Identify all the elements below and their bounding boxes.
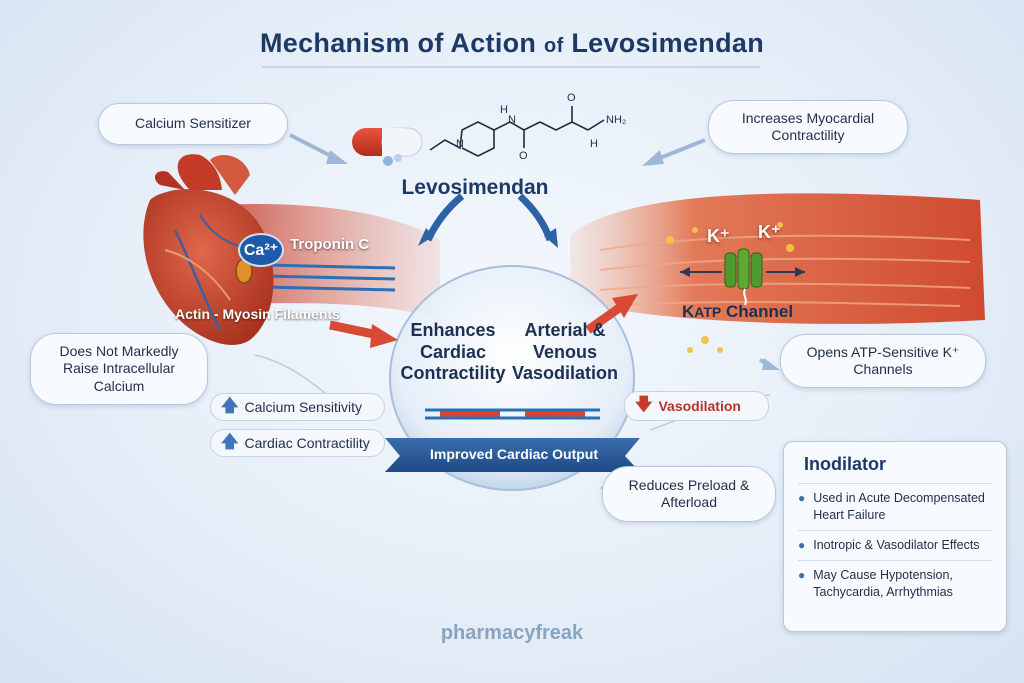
effect-cardiac-contractility-text: Cardiac Contractility [244,435,370,451]
atom-h-1: H [500,104,508,116]
title-text-2: Levosimendan [571,28,764,58]
troponin-label: Troponin C [290,236,370,253]
title-of: of [544,35,564,57]
bubble-does-not-raise-calcium: Does Not Markedly Raise Intracellular Ca… [30,333,208,405]
page-title: Mechanism of Action of Levosimendan [0,28,1024,59]
bubble-reduces-preload-text: Reduces Preload & Afterload [628,476,750,511]
effect-vasodilation: 🡇 Vasodilation [624,391,769,421]
bullet-icon: ● [798,567,806,582]
inodilator-title: Inodilator [804,454,886,474]
effect-calcium-sensitivity: 🡅 Calcium Sensitivity [210,393,385,421]
atom-n-amide: N [508,114,516,126]
bubble-opens-atp-channels-text: Opens ATP-Sensitive K⁺ Channels [806,343,960,378]
up-arrow-icon: 🡅 [221,395,239,415]
katp-subscript: ATP [694,304,722,320]
bubble-reduces-preload: Reduces Preload & Afterload [602,466,776,522]
output-banner-shape [385,438,640,472]
calcium-ion: Ca²⁺ [238,233,284,267]
drug-capsule-icon [352,127,423,166]
molecule-structure [429,106,605,157]
katp-k: K [682,302,695,321]
title-text-1: Mechanism of Action [260,28,537,58]
panel-item: ● Inotropic & Vasodilator Effects [798,529,992,560]
bullet-icon: ● [798,537,806,552]
katp-channel-label: KATP Channel [682,302,793,322]
red-arrows [329,294,638,348]
center-vasodilation: Arterial & Venous Vasodilation [511,320,619,384]
muscle-fibers [599,234,971,307]
katp-channel-icon [680,248,805,306]
improved-output-banner: Improved Cardiac Output [429,446,599,462]
down-arrow-icon: 🡇 [635,394,653,414]
panel-item-text: May Cause Hypotension, Tachycardia, Arrh… [813,567,953,599]
up-arrow-icon: 🡅 [221,431,239,451]
panel-item-text: Used in Acute Decompensated Heart Failur… [813,491,985,522]
bullet-icon: ● [798,491,806,505]
inodilator-panel: Inodilator ● Used in Acute Decompensated… [783,441,1007,632]
central-sphere [389,265,635,491]
potassium-ion-1: K⁺ [707,226,730,246]
bubble-increases-contractility: Increases Myocardial Contractility [708,100,908,154]
atom-h-2: H [590,138,598,150]
atom-n-ring: N [456,138,464,150]
effect-calcium-sensitivity-text: Calcium Sensitivity [244,399,362,415]
effect-cardiac-contractility: 🡅 Cardiac Contractility [210,429,385,457]
panel-item: ● May Cause Hypotension, Tachycardia, Ar… [798,559,992,607]
potassium-ion-2: K⁺ [758,222,781,242]
panel-item-text: Inotropic & Vasodilator Effects [813,537,980,552]
katp-channel-word: Channel [725,302,794,321]
ion-dots [666,222,794,353]
center-contractility: Enhances Cardiac Contractility [400,320,506,384]
bubble-increases-contractility-text: Increases Myocardial Contractility [741,109,875,144]
connector-arrows [289,133,780,496]
bubble-calcium-sensitizer: Calcium Sensitizer [98,103,288,145]
effect-vasodilation-text: Vasodilation [658,398,741,414]
sphere-filaments [425,408,600,420]
atom-nh2: NH₂ [606,114,627,126]
panel-item: ● Used in Acute Decompensated Heart Fail… [798,483,992,530]
blue-arrows [418,193,558,248]
atom-o-2: O [567,92,576,104]
bubble-calcium-sensitizer-text: Calcium Sensitizer [135,115,251,132]
heart-illustration [143,154,274,345]
filaments-label: Actin - Myosin Filaments [175,306,340,322]
bubble-opens-atp-channels: Opens ATP-Sensitive K⁺ Channels [780,334,986,388]
bubble-does-not-raise-calcium-text: Does Not Markedly Raise Intracellular Ca… [59,342,179,394]
atom-o-1: O [519,150,528,162]
myofilament-bundle [264,263,396,292]
watermark: pharmacyfreak [440,622,584,644]
drug-name: Levosimendan [401,176,549,199]
